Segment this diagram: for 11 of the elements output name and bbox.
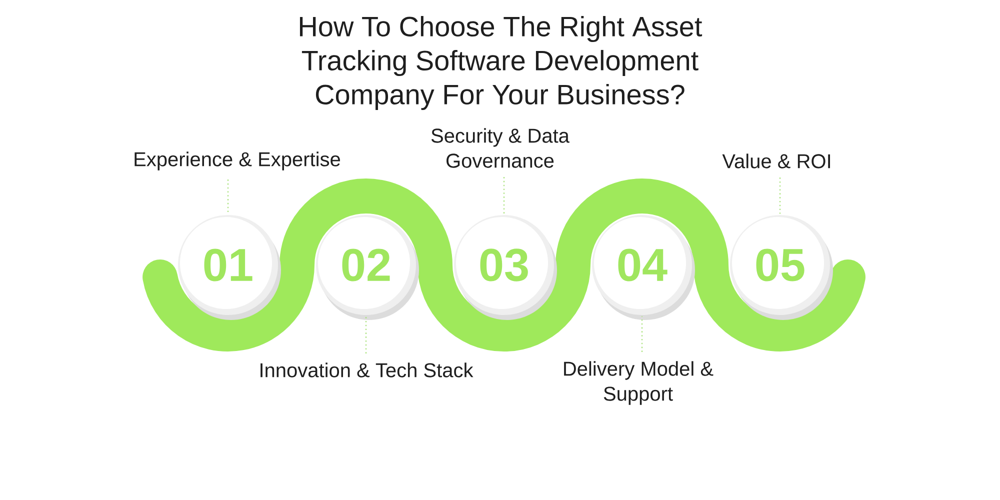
leader-line bbox=[641, 316, 643, 352]
leader-line bbox=[503, 177, 505, 214]
title: How To Choose The Right Asset Tracking Software Development Company For Your Business? bbox=[300, 16, 702, 110]
step-label: Delivery Model & Support bbox=[564, 361, 714, 405]
leader-line bbox=[779, 178, 781, 214]
step-label: Security & Data Governance bbox=[431, 128, 570, 168]
step-label: Value & ROI bbox=[722, 154, 830, 168]
step-label: Experience & Expertise bbox=[134, 152, 340, 170]
leader-line bbox=[227, 180, 229, 214]
step-label: Innovation & Tech Stack bbox=[260, 362, 474, 378]
leader-line bbox=[365, 316, 367, 354]
